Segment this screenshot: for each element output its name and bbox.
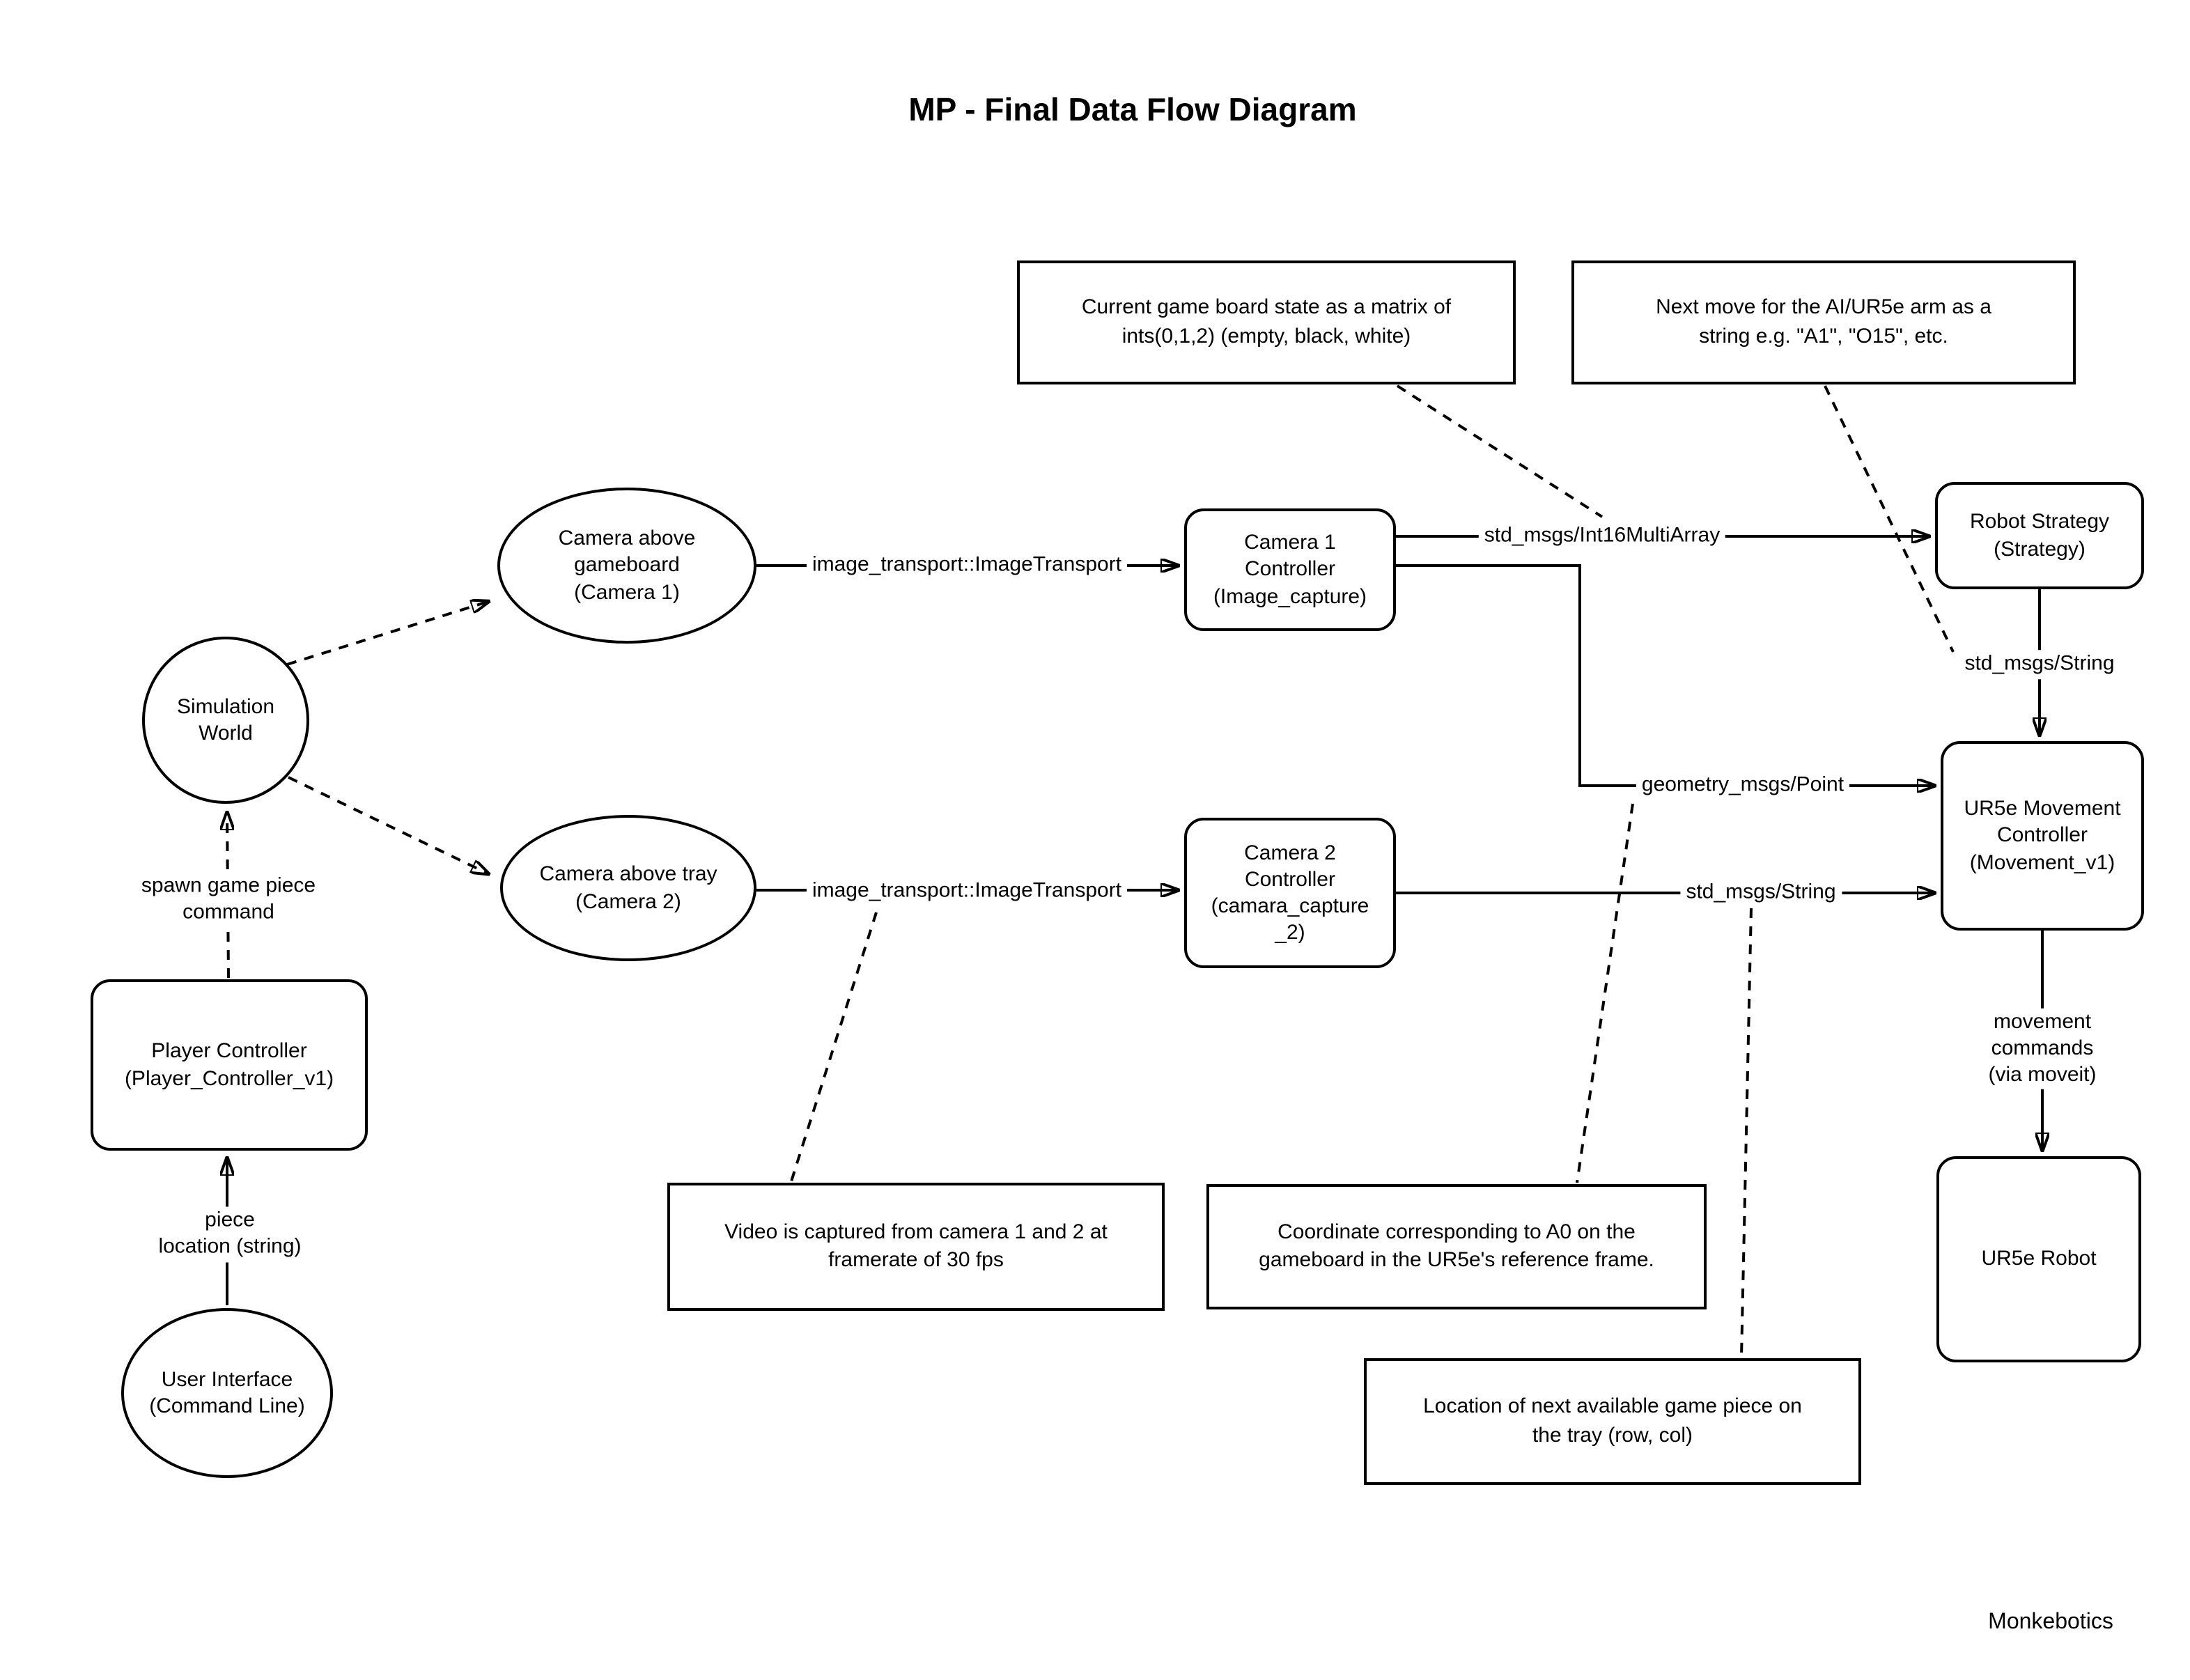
edge-label-tray-string: std_msgs/String — [1680, 878, 1842, 908]
diagram-title: MP - Final Data Flow Diagram — [908, 91, 1357, 127]
edge-label-camera2-image-transport: image_transport::ImageTransport — [806, 877, 1128, 906]
edge-label-geometry-point: geometry_msgs/Point — [1636, 771, 1850, 800]
connector-boardstate-note — [1396, 384, 1603, 518]
node-robot-strategy: Robot Strategy (Strategy) — [1935, 482, 2144, 589]
edge-controller1-to-movement — [1396, 564, 1934, 786]
node-camera1-controller: Camera 1 Controller (Image_capture) — [1184, 508, 1396, 631]
edge-simworld-to-camera2 — [288, 776, 488, 873]
node-camera-above-gameboard: Camera above gameboard (Camera 1) — [497, 488, 756, 644]
node-simulation-world: Simulation World — [142, 637, 309, 804]
connector-video-note — [790, 912, 878, 1182]
edge-player-to-simworld — [227, 814, 228, 979]
connector-location-note — [1740, 908, 1753, 1358]
note-video-capture: Video is captured from camera 1 and 2 at… — [667, 1183, 1165, 1311]
node-camera-above-tray: Camera above tray (Camera 2) — [500, 815, 756, 961]
connector-a0-note — [1576, 803, 1634, 1183]
node-ur5e-robot: UR5e Robot — [1936, 1156, 2141, 1362]
node-user-interface: User Interface (Command Line) — [121, 1308, 333, 1478]
node-camera2-controller: Camera 2 Controller (camara_capture _2) — [1184, 818, 1396, 968]
edge-label-int16multiarray: std_msgs/Int16MultiArray — [1478, 522, 1726, 551]
note-next-move: Next move for the AI/UR5e arm as a strin… — [1571, 260, 2076, 384]
note-board-state: Current game board state as a matrix of … — [1017, 260, 1516, 384]
connector-nextmove-note — [1824, 385, 1955, 653]
edge-label-strategy-string: std_msgs/String — [1959, 650, 2120, 679]
note-a0-coordinate: Coordinate corresponding to A0 on the ga… — [1206, 1184, 1707, 1309]
edge-label-movement-commands: movement commands (via moveit) — [1968, 1008, 2116, 1090]
note-piece-location: Location of next available game piece on… — [1364, 1358, 1861, 1485]
node-player-controller: Player Controller (Player_Controller_v1) — [91, 979, 368, 1151]
edge-label-spawn-command: spawn game piece command — [135, 872, 322, 928]
edge-simworld-to-camera1 — [286, 602, 488, 666]
edge-label-camera1-image-transport: image_transport::ImageTransport — [806, 551, 1128, 580]
node-ur5e-movement-controller: UR5e Movement Controller (Movement_v1) — [1941, 741, 2144, 931]
credit-text: Monkebotics — [1988, 1610, 2113, 1634]
edge-label-piece-location: piece location (string) — [153, 1206, 307, 1262]
